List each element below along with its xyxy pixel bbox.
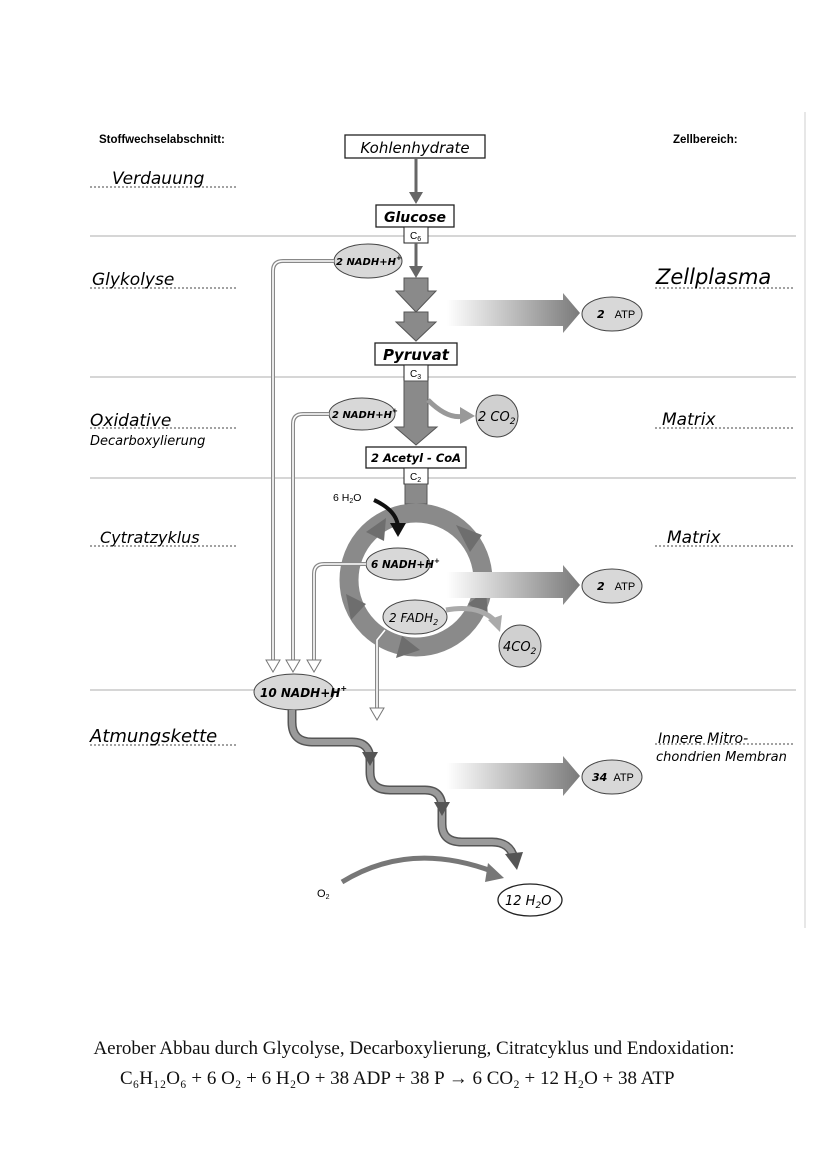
nadh-collector-lines [271, 259, 387, 708]
label-water-in: 6 H2O [333, 492, 361, 505]
oval-fadh2 [382, 599, 448, 635]
glycolysis-arrow-2 [394, 311, 438, 342]
label-co2-oxidative: 2 CO2 [478, 410, 516, 427]
arrow-to-glucose [409, 192, 423, 204]
stage-oxidative: Oxidative [90, 411, 171, 431]
region-zellplasma: Zellplasma [655, 265, 771, 289]
region-matrix-2: Matrix [667, 528, 721, 548]
atp-arrow-glykolyse [447, 293, 580, 333]
oval-atp-atmungskette [581, 759, 643, 795]
header-region: Zellbereich: [673, 134, 738, 146]
atp-arrow-citratzyklus [447, 565, 580, 605]
label-h2o-out: 12 H2O [505, 894, 551, 911]
label-co2-citratzyklus: 4CO2 [503, 640, 537, 657]
label-pyruvat: Pyruvat [383, 346, 450, 364]
label-glucose: Glucose [384, 210, 446, 226]
label-nadh-glykolyse: 2 NADH+H+ [336, 254, 402, 268]
water-in-arrow [390, 523, 406, 537]
stage-citratzyklus: Cytratzyklus [100, 528, 200, 547]
region-matrix-1: Matrix [662, 410, 716, 430]
stage-dotted-lines [90, 186, 793, 746]
decarboxylation-arrow [393, 380, 439, 446]
stage-verdauung: Verdauung [112, 169, 205, 189]
oval-co2-citratzyklus [498, 624, 542, 668]
header-stage: Stoffwechselabschnitt: [99, 134, 225, 146]
label-c2: C2 [410, 472, 421, 484]
label-acetyl-coa: 2 Acetyl - CoA [371, 451, 461, 465]
label-o2: O2 [317, 888, 330, 901]
label-nadh-oxidative: 2 NADH+H+ [332, 407, 398, 421]
oval-h2o-out [497, 883, 563, 917]
region-labels: Zellplasma Matrix Matrix Innere Mitro- c… [655, 265, 787, 765]
label-kohlenhydrate: Kohlenhydrate [360, 139, 469, 157]
region-membran-2: chondrien Membran [656, 750, 787, 765]
label-c6: C6 [410, 231, 421, 243]
caption-title: Aerober Abbau durch Glycolyse, Decarboxy… [93, 1038, 735, 1059]
stage-glykolyse: Glykolyse [92, 270, 174, 290]
o2-arrow [340, 855, 495, 885]
label-nadh-citratzyklus: 6 NADH+H+ [371, 557, 440, 571]
stage-decarboxylierung: Decarboxylierung [90, 434, 205, 449]
stage-labels: Verdauung Glykolyse Oxidative Decarboxyl… [89, 169, 217, 747]
atp-arrow-atmungskette [447, 756, 580, 796]
oval-atp-citratzyklus [581, 568, 643, 604]
oval-co2-oxidative [475, 394, 519, 438]
respiration-diagram: Stoffwechselabschnitt: Zellbereich: Verd… [89, 112, 806, 928]
stage-atmungskette: Atmungskette [89, 726, 217, 747]
stage-separators [90, 235, 796, 691]
glycolysis-arrow-1 [394, 277, 438, 313]
label-nadh-total: 10 NADH+H+ [260, 684, 347, 700]
label-c3: C3 [410, 369, 421, 381]
label-fadh2: 2 FADH2 [389, 611, 438, 627]
caption-equation: C₆H₁₂O₆ + 6 O₂ + 6 H₂O + 38 ADP + 38 P →… [120, 1068, 675, 1089]
oval-atp-glykolyse [581, 296, 643, 332]
region-membran-1: Innere Mitro- [658, 731, 748, 747]
